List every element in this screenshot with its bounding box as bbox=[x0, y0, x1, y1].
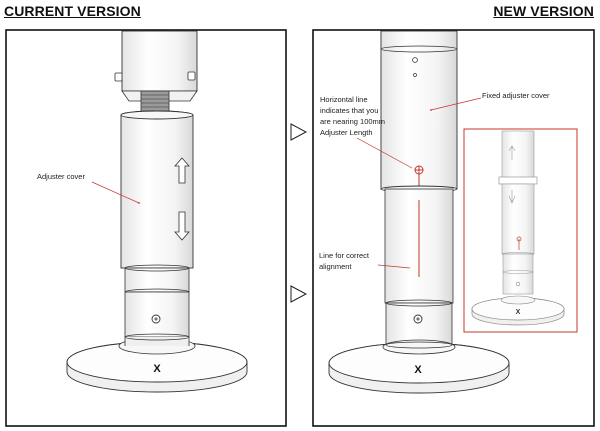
left-base-mark: X bbox=[153, 363, 161, 375]
new-version-heading: NEW VERSION bbox=[493, 3, 594, 19]
triangle-arrow-icon-top bbox=[290, 123, 308, 141]
horizontal-line-indicator-icon bbox=[414, 165, 424, 187]
callout-line-1: Horizontal line bbox=[320, 95, 368, 104]
callout-line-2: indicates that you bbox=[320, 106, 378, 115]
callout-line-4: Adjuster Length bbox=[320, 128, 373, 137]
svg-text:Horizontal line: Horizontal line bbox=[320, 95, 368, 104]
right-leg-assembly: X bbox=[328, 30, 510, 394]
inset-detail: X bbox=[463, 128, 578, 333]
callout-line-3: are nearing 100mm bbox=[320, 117, 385, 126]
left-panel-frame bbox=[5, 29, 287, 427]
alignment-line-2: alignment bbox=[319, 262, 352, 271]
alignment-line-1: Line for correct bbox=[319, 251, 370, 260]
left-leg-assembly: X bbox=[66, 30, 248, 393]
threaded-rod bbox=[140, 90, 170, 114]
upper-screw-icon bbox=[412, 57, 418, 63]
current-version-heading: CURRENT VERSION bbox=[4, 3, 141, 19]
small-screw-icon bbox=[413, 73, 417, 77]
svg-text:are nearing 100mm: are nearing 100mm bbox=[320, 117, 385, 126]
svg-text:Line for correct: Line for correct bbox=[319, 251, 370, 260]
adjuster-cover-label: Adjuster cover bbox=[37, 172, 85, 181]
right-panel-frame bbox=[312, 29, 595, 427]
alignment-callout: Line for correct alignment bbox=[319, 251, 411, 271]
up-arrow-icon bbox=[174, 157, 190, 184]
fixed-adjuster-callout: Fixed adjuster cover bbox=[430, 91, 550, 111]
svg-text:alignment: alignment bbox=[319, 262, 352, 271]
adjuster-cover-leader bbox=[91, 181, 140, 204]
left-knob-icon bbox=[114, 72, 123, 82]
fixed-adjuster-label: Fixed adjuster cover bbox=[482, 91, 550, 100]
adjuster-cover bbox=[120, 114, 194, 269]
svg-text:indicates that you: indicates that you bbox=[320, 106, 378, 115]
triangle-arrow-icon-bottom bbox=[290, 285, 308, 303]
horizontal-line-callout: Horizontal line indicates that you are n… bbox=[320, 95, 413, 169]
svg-text:Adjuster Length: Adjuster Length bbox=[320, 128, 373, 137]
right-knob-icon bbox=[187, 71, 196, 81]
down-arrow-icon bbox=[174, 211, 190, 241]
right-base-mark: X bbox=[414, 364, 422, 376]
inset-base-mark: X bbox=[516, 309, 521, 316]
